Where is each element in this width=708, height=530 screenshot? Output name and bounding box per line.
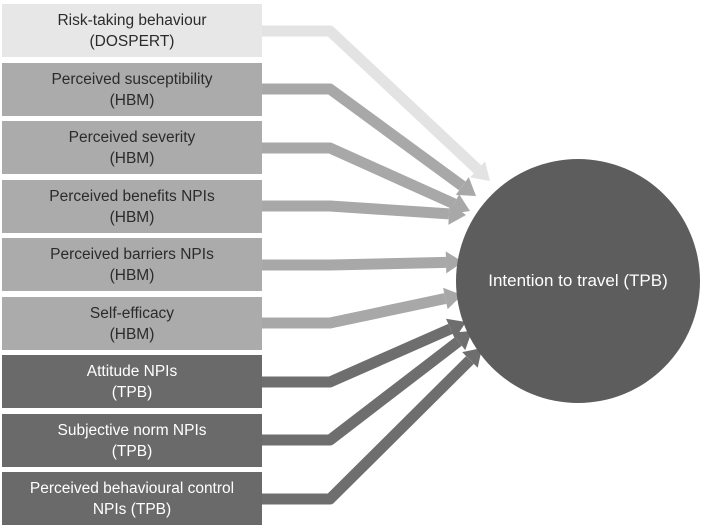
arrow-self-efficacy xyxy=(262,287,462,329)
construct-sublabel: (HBM) xyxy=(109,325,155,343)
construct-box-perceived-benefits: Perceived benefits NPIs (HBM) xyxy=(2,180,262,233)
construct-box-self-efficacy: Self-efficacy (HBM) xyxy=(2,297,262,350)
construct-box-subjective-norm: Subjective norm NPIs (TPB) xyxy=(2,414,262,467)
construct-label: Perceived severity xyxy=(68,128,196,146)
arrow-risk-taking xyxy=(262,25,490,181)
arrow-attitude xyxy=(262,318,466,388)
arrow-perceived-benefits xyxy=(262,200,466,225)
intention-to-travel-label: Intention to travel (TPB) xyxy=(488,271,668,290)
arrow-perceived-susceptibility xyxy=(262,83,476,196)
construct-label: Perceived barriers NPIs xyxy=(50,245,214,263)
construct-box-perceived-behavioural-control: Perceived behavioural control NPIs (TPB) xyxy=(2,472,262,525)
construct-box-perceived-severity: Perceived severity (HBM) xyxy=(2,121,262,174)
arrow-perceived-barriers xyxy=(262,251,463,274)
construct-sublabel: (TPB) xyxy=(111,383,153,401)
construct-sublabel: (DOSPERT) xyxy=(89,32,175,50)
construct-label: Self-efficacy xyxy=(89,304,175,322)
construct-sublabel: (HBM) xyxy=(109,266,155,284)
arrow-perceived-behavioural-control xyxy=(262,348,482,505)
construct-label: Subjective norm NPIs xyxy=(57,421,207,439)
construct-sublabel: (HBM) xyxy=(109,208,155,226)
construct-label: Perceived benefits NPIs xyxy=(49,187,215,205)
construct-sublabel: NPIs (TPB) xyxy=(92,500,172,518)
construct-box-perceived-susceptibility: Perceived susceptibility (HBM) xyxy=(2,63,262,116)
construct-box-risk-taking: Risk-taking behaviour (DOSPERT) xyxy=(2,4,262,57)
construct-box-attitude: Attitude NPIs (TPB) xyxy=(2,355,262,408)
construct-sublabel: (HBM) xyxy=(109,149,155,167)
construct-label: Attitude NPIs xyxy=(86,362,178,380)
construct-box-perceived-barriers: Perceived barriers NPIs (HBM) xyxy=(2,238,262,291)
arrow-subjective-norm xyxy=(262,331,472,446)
construct-sublabel: (TPB) xyxy=(111,442,153,460)
construct-sublabel: (HBM) xyxy=(109,91,155,109)
construct-label: Perceived susceptibility xyxy=(51,70,213,88)
intention-to-travel-node: Intention to travel (TPB) xyxy=(456,159,700,403)
construct-label: Perceived behavioural control xyxy=(29,479,235,497)
construct-label: Risk-taking behaviour xyxy=(57,11,207,29)
